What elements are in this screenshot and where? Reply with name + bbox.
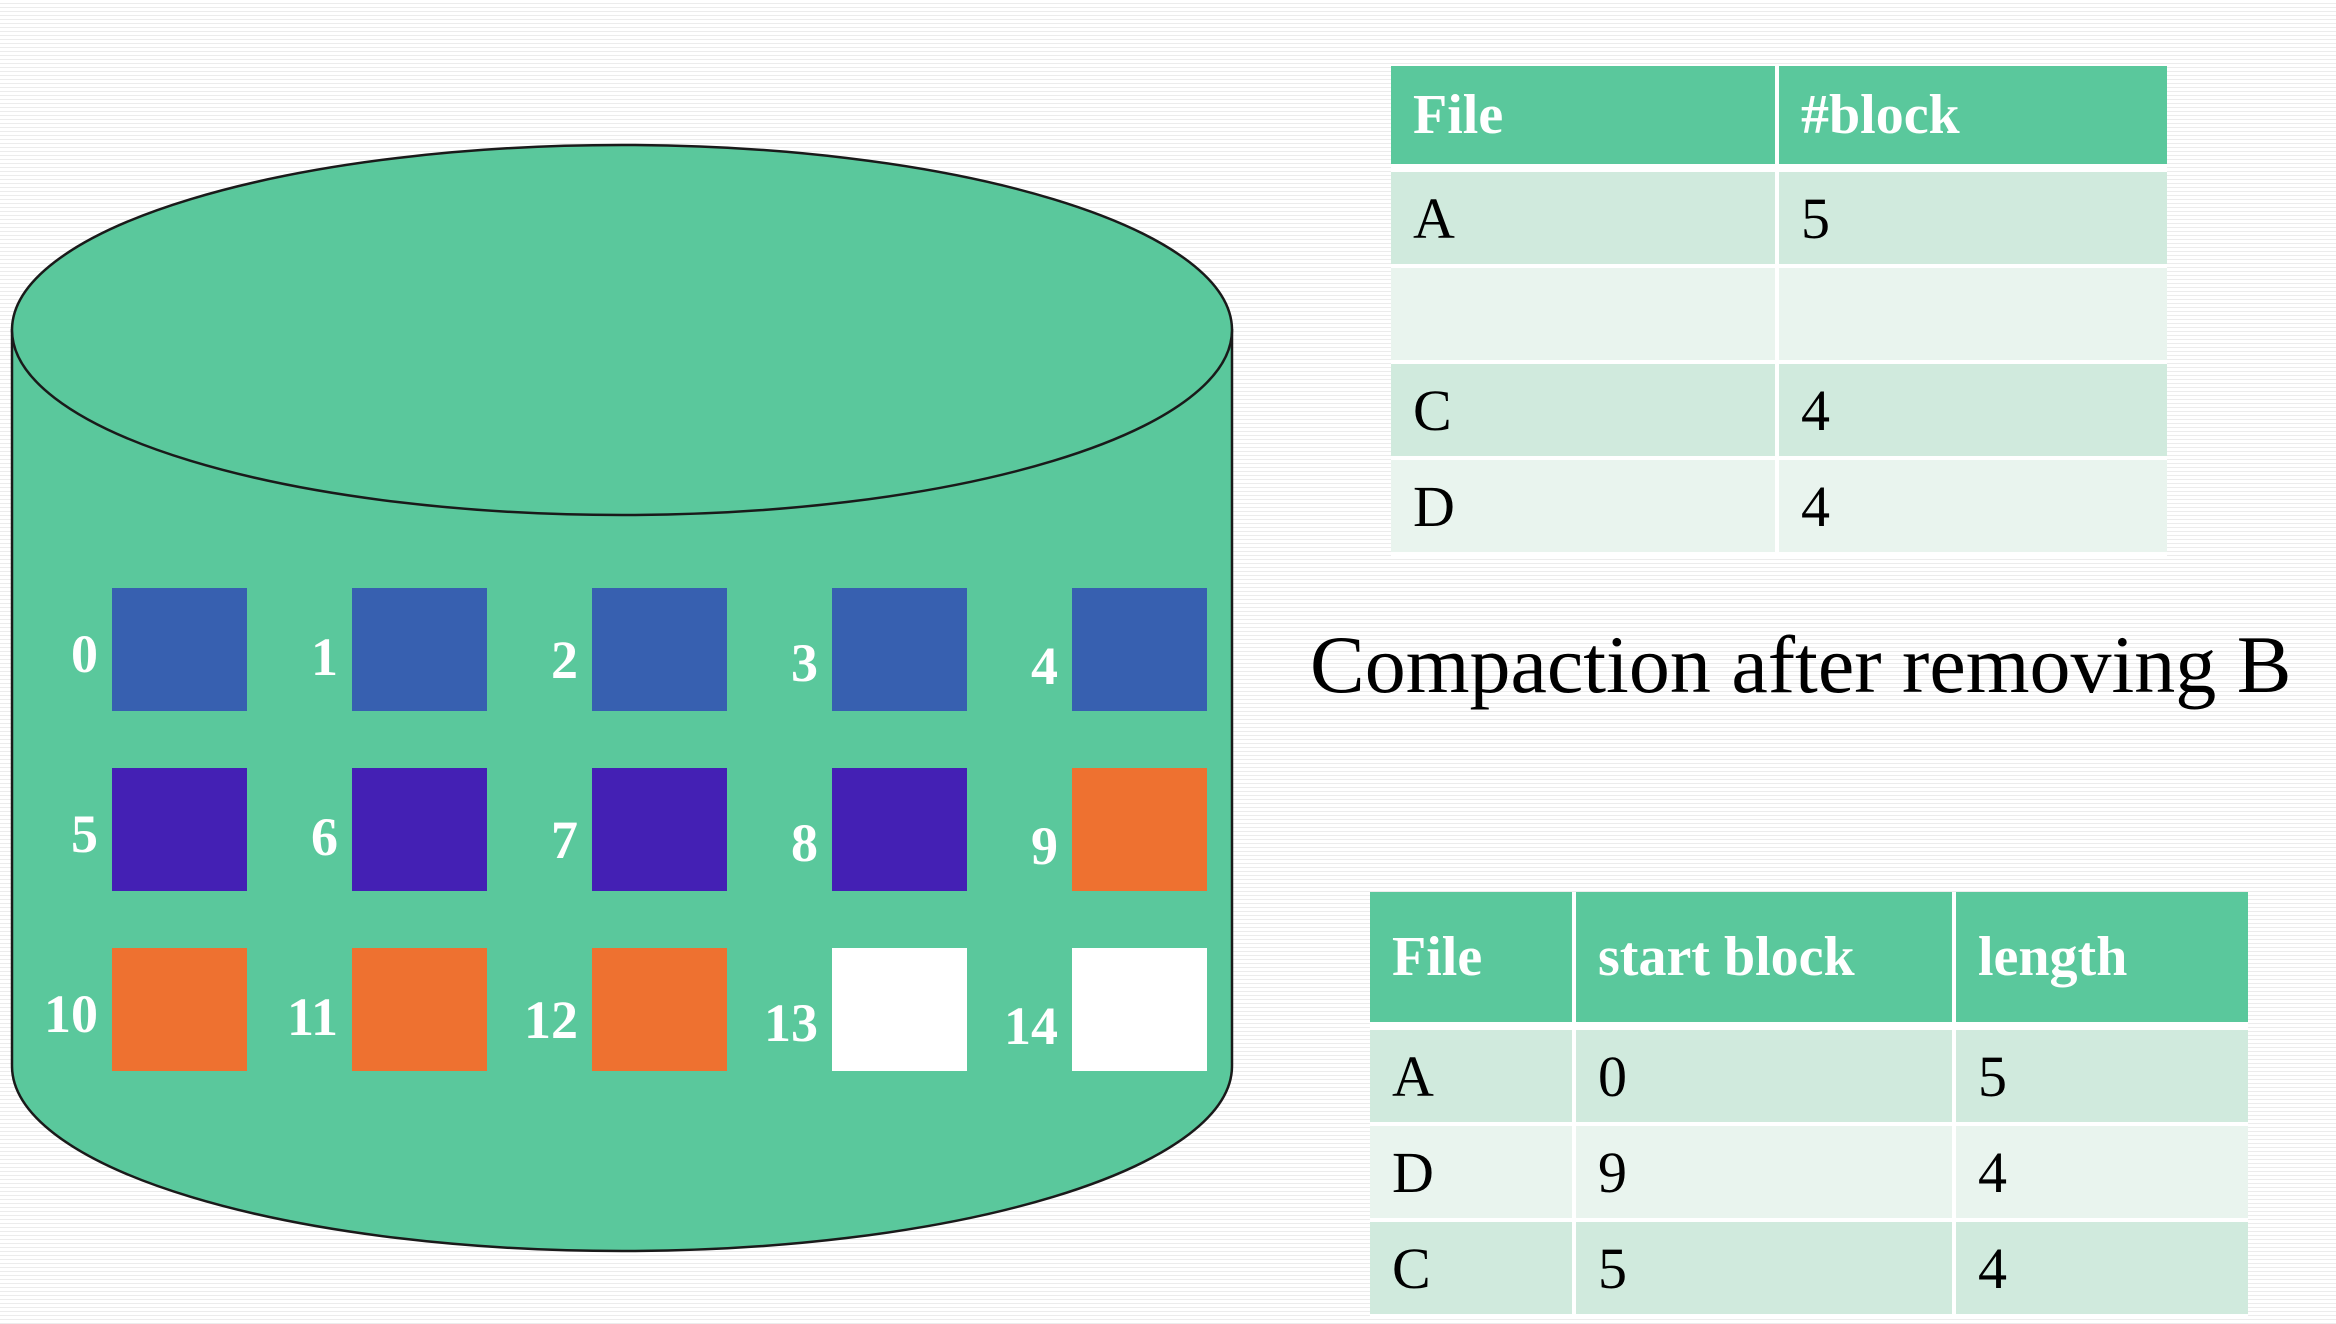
cell-file: C	[1370, 1222, 1576, 1318]
disk-block-number: 3	[791, 633, 818, 693]
disk-block-3	[832, 588, 967, 711]
disk-block-number: 1	[311, 627, 338, 687]
table-row: C 4	[1391, 364, 2167, 460]
header-file: File	[1391, 66, 1779, 172]
table-header-row: File start block length	[1370, 892, 2248, 1030]
cell-block-count: 4	[1779, 364, 2167, 460]
table-row	[1391, 268, 2167, 364]
cell-file	[1391, 268, 1779, 364]
cell-file: A	[1370, 1030, 1576, 1126]
disk-block-number: 5	[71, 804, 98, 864]
caption: Compaction after removing B	[1310, 619, 2292, 710]
disk-block-14	[1072, 948, 1207, 1071]
header-file: File	[1370, 892, 1576, 1030]
disk-block-7	[592, 768, 727, 891]
disk-block-11	[352, 948, 487, 1071]
disk-block-number: 7	[551, 810, 578, 870]
disk-block-2	[592, 588, 727, 711]
cell-file: D	[1370, 1126, 1576, 1222]
file-allocation-table: File start block length A 0 5 D 9 4 C 5 …	[1370, 892, 2248, 1318]
disk-block-number: 8	[791, 813, 818, 873]
cell-file: D	[1391, 460, 1779, 556]
cell-start-block: 5	[1576, 1222, 1956, 1318]
disk-block-number: 6	[311, 807, 338, 867]
disk-block-number: 2	[551, 630, 578, 690]
table-row: A 0 5	[1370, 1030, 2248, 1126]
cell-start-block: 9	[1576, 1126, 1956, 1222]
disk-block-9	[1072, 768, 1207, 891]
disk-block-1	[352, 588, 487, 711]
disk-block-number: 13	[764, 993, 818, 1053]
disk-block-13	[832, 948, 967, 1071]
disk-block-number: 4	[1031, 636, 1058, 696]
cell-file: C	[1391, 364, 1779, 460]
disk-block-12	[592, 948, 727, 1071]
cell-length: 5	[1956, 1030, 2248, 1126]
header-start-block: start block	[1576, 892, 1956, 1030]
disk-block-10	[112, 948, 247, 1071]
disk-block-number: 14	[1004, 996, 1058, 1056]
disk-block-number: 9	[1031, 816, 1058, 876]
table-row: D 4	[1391, 460, 2167, 556]
disk-block-5	[112, 768, 247, 891]
table-row: C 5 4	[1370, 1222, 2248, 1318]
table-header-row: File #block	[1391, 66, 2167, 172]
cell-block-count: 5	[1779, 172, 2167, 268]
cell-block-count: 4	[1779, 460, 2167, 556]
cell-start-block: 0	[1576, 1030, 1956, 1126]
disk-block-8	[832, 768, 967, 891]
disk-block-number: 12	[524, 990, 578, 1050]
header-block-count: #block	[1779, 66, 2167, 172]
cell-length: 4	[1956, 1126, 2248, 1222]
table-row: A 5	[1391, 172, 2167, 268]
disk-block-number: 10	[44, 984, 98, 1044]
table-row: D 9 4	[1370, 1126, 2248, 1222]
header-length: length	[1956, 892, 2248, 1030]
cell-length: 4	[1956, 1222, 2248, 1318]
disk-block-number: 11	[287, 987, 338, 1047]
disk-block-4	[1072, 588, 1207, 711]
cell-block-count	[1779, 268, 2167, 364]
disk-block-6	[352, 768, 487, 891]
file-block-count-table: File #block A 5 C 4 D 4	[1391, 66, 2167, 556]
cell-file: A	[1391, 172, 1779, 268]
disk-top	[10, 143, 1234, 517]
disk-block-number: 0	[71, 624, 98, 684]
disk-block-0	[112, 588, 247, 711]
